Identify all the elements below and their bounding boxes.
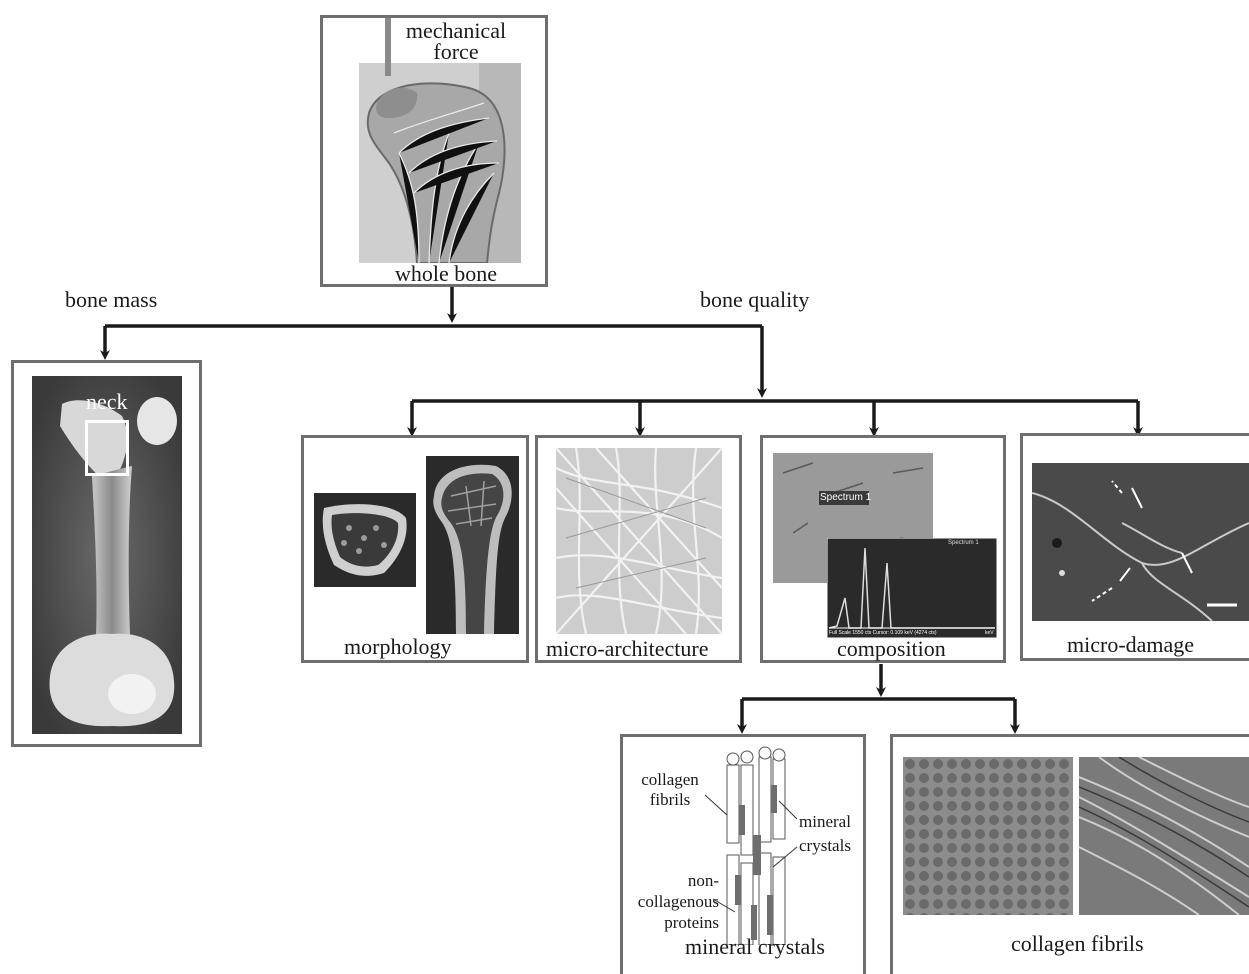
eds-spectrum-chart — [827, 538, 997, 638]
mineral-crystals-annotation: mineral crystals — [799, 810, 851, 858]
bone-mass-label: bone mass — [65, 289, 157, 311]
force-indicator-bar — [385, 18, 391, 76]
mechanical-force-label: mechanical force — [401, 20, 511, 62]
bone-quality-label: bone quality — [700, 289, 809, 311]
micro-damage-panel: micro-damage — [1020, 433, 1249, 661]
collagen-fibrils-panel: collagen fibrils — [890, 734, 1249, 974]
collagen-fibrils-label: collagen fibrils — [1011, 933, 1144, 955]
whole-bone-panel: mechanical force whole bone — [320, 15, 548, 287]
mineral-crystals-label: mineral crystals — [685, 936, 825, 958]
collagen-cross-section-image — [903, 757, 1073, 915]
sem-spectrum-tag: Spectrum 1 — [820, 492, 871, 503]
micro-architecture-panel: micro-architecture — [535, 435, 742, 663]
micro-damage-label: micro-damage — [1067, 634, 1194, 656]
proximal-femur-section-image — [359, 63, 521, 263]
trabecular-network-image — [556, 448, 722, 634]
cross-section-image — [314, 493, 416, 587]
bone-mass-panel: neck — [11, 360, 202, 747]
neck-region-box — [85, 420, 129, 476]
microcrack-image — [1032, 463, 1249, 621]
micro-architecture-label: micro-architecture — [546, 638, 708, 660]
composition-panel: Spectrum 1 Spectrum 1 Full Scale 1550 ct… — [760, 435, 1006, 663]
spectrum-unit: keV — [985, 630, 994, 636]
mineral-crystals-panel: collagen fibrils mineral crystals non- c… — [620, 734, 866, 974]
morphology-label: morphology — [344, 636, 452, 658]
composition-label: composition — [837, 638, 946, 660]
collagen-fibrils-annotation: collagen fibrils — [633, 770, 707, 810]
spectrum-caption: Spectrum 1 — [948, 540, 979, 546]
whole-bone-label: whole bone — [395, 263, 497, 285]
collagen-longitudinal-image — [1079, 757, 1249, 915]
longitudinal-section-image — [426, 456, 519, 634]
morphology-panel: morphology — [301, 435, 529, 663]
non-collagenous-proteins-annotation: non- collagenous proteins — [623, 870, 719, 933]
neck-label: neck — [86, 391, 128, 413]
